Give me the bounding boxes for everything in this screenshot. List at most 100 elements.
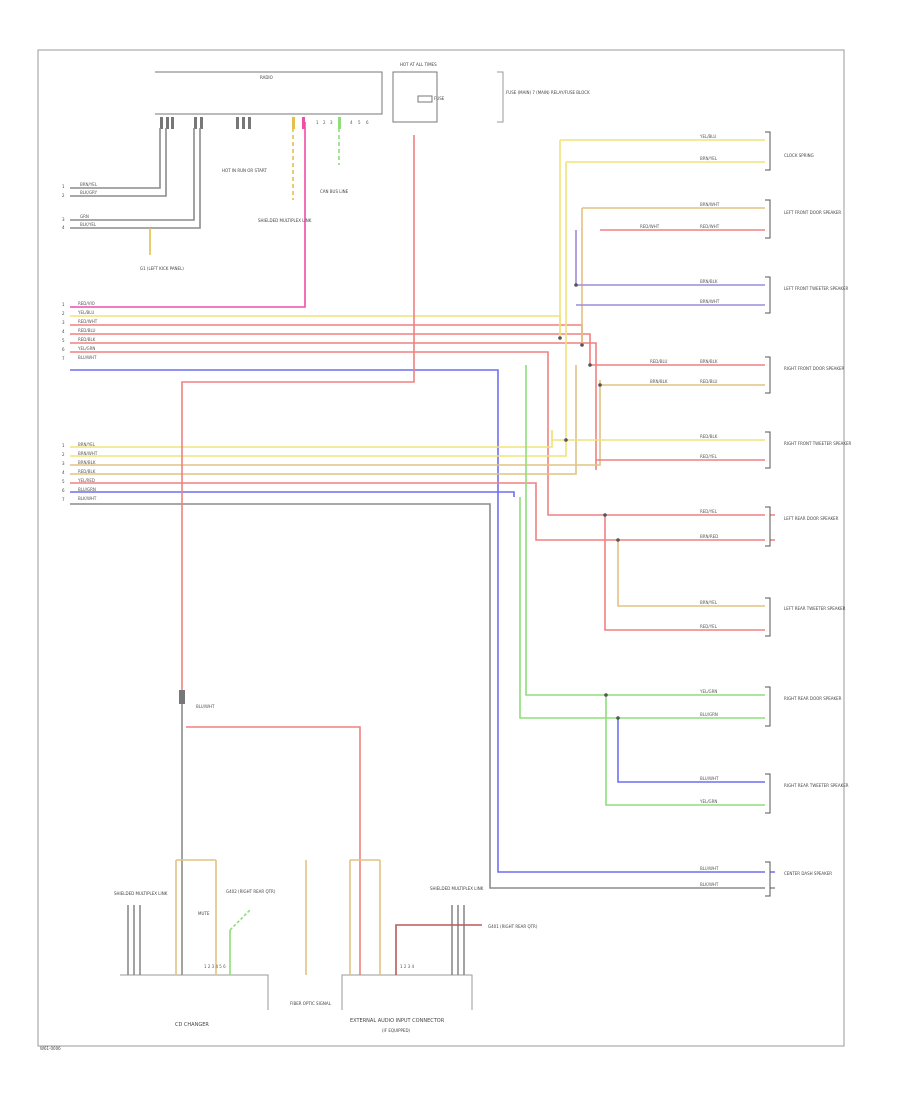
speaker-left-front-tweeter: BRN/BLK BRN/WHT LEFT FRONT TWEETER SPEAK… [575, 230, 848, 314]
svg-text:BLU/GRN: BLU/GRN [700, 712, 718, 717]
wire-a6: YEL/GRN [77, 346, 95, 351]
svg-text:BRN/YEL: BRN/YEL [700, 156, 718, 161]
svg-text:RED/BLU: RED/BLU [650, 359, 668, 364]
fuse-symbol [417, 95, 433, 103]
antenna-sub: (IF EQUIPPED) [382, 1028, 411, 1033]
svg-text:4: 4 [62, 225, 65, 230]
speaker-label-center-dash: CENTER DASH SPEAKER [784, 871, 832, 876]
svg-text:3: 3 [62, 217, 65, 222]
speaker-label-lr-tweeter: LEFT REAR TWEETER SPEAKER [784, 606, 846, 611]
svg-text:BRN/WHT: BRN/WHT [700, 202, 720, 207]
left-group-b: 1 2 3 4 5 6 7 BRN/YEL BRN/WHT BRN/BLK RE… [62, 365, 775, 889]
ground-label: G1 (LEFT KICK PANEL) [140, 266, 184, 271]
speaker-right-rear-door: YEL/GRN BLU/GRN RIGHT REAR DOOR SPEAKER [519, 365, 842, 727]
cd-changer-label: CD CHANGER [175, 1022, 209, 1028]
data-link-label: SHIELDED MULTIPLEX LINK [258, 218, 312, 223]
svg-text:1: 1 [62, 184, 65, 189]
gnd-label-2: G401 (RIGHT REAR QTR) [488, 924, 538, 929]
svg-text:RED/WHT: RED/WHT [640, 224, 660, 229]
svg-text:BRN/RED: BRN/RED [700, 534, 718, 539]
speaker-right-front-door: RED/BLU BRN/BLK BRN/BLK RED/BLU RIGHT FR… [590, 356, 845, 394]
can-code: HOT IN RUN OR START [222, 168, 267, 173]
speaker-left-rear-door: RED/YEL BRN/RED LEFT REAR DOOR SPEAKER [604, 506, 839, 631]
center-label: FIBER OPTIC SIGNAL [290, 1001, 332, 1006]
mute-label: MUTE [198, 911, 210, 916]
diagram-frame [37, 49, 845, 1047]
shield-left-label: SHIELDED MULTIPLEX LINK [114, 891, 168, 896]
svg-text:BRN/BLK: BRN/BLK [700, 359, 718, 364]
fuse-box-label: HOT AT ALL TIMES [400, 62, 437, 67]
svg-text:6: 6 [62, 347, 65, 352]
svg-text:RED/YEL: RED/YEL [700, 509, 718, 514]
svg-text:6: 6 [366, 120, 369, 125]
svg-text:1 2 3 4 5 6: 1 2 3 4 5 6 [204, 964, 226, 969]
can-label: CAN BUS LINE [320, 189, 349, 194]
mid-wires: BLU/WHT [179, 690, 361, 975]
speaker-label-lr-door: LEFT REAR DOOR SPEAKER [784, 516, 839, 521]
svg-text:4: 4 [350, 120, 353, 125]
left-group-a: 1 2 3 4 5 6 7 RED/VIO YEL/BLU RED/WHT RE… [62, 122, 775, 873]
wire-b4: RED/BLK [78, 469, 96, 474]
svg-text:1: 1 [62, 302, 65, 307]
speaker-label-rr-door: RIGHT REAR DOOR SPEAKER [784, 696, 842, 701]
cd-changer: CD CHANGER SHIELDED MULTIPLEX LINK G402 … [114, 859, 276, 1028]
wire-a4: RED/BLU [78, 328, 96, 333]
radio-wire-3: GRN [80, 214, 89, 219]
radio-box [155, 71, 383, 115]
radio-label: RADIO [260, 75, 273, 80]
speaker-clock-spring: YEL/BLU BRN/YEL CLOCK SPRING [559, 131, 814, 440]
svg-text:7: 7 [62, 497, 65, 502]
svg-text:3: 3 [330, 120, 333, 125]
wire-b3: BRN/BLK [78, 460, 96, 465]
wire-b5: YEL/RED [77, 478, 95, 483]
wire-a3: RED/WHT [78, 319, 98, 324]
svg-text:YEL/BLU: YEL/BLU [699, 134, 716, 139]
gnd-label: G402 (RIGHT REAR QTR) [226, 889, 276, 894]
footer-code: W61-0006 [40, 1046, 61, 1051]
svg-text:3: 3 [62, 320, 65, 325]
speaker-center-dash: BLU/WHT BLK/WHT CENTER DASH SPEAKER [700, 861, 832, 897]
wire-a2: YEL/BLU [77, 310, 94, 315]
radio-left-wires: 1 2 3 4 BRN/YEL BLK/GRY GRN BLK/YEL G1 (… [62, 128, 349, 271]
radio-wire-4: BLK/YEL [80, 222, 97, 227]
wire-a5: RED/BLK [78, 337, 96, 342]
svg-text:BRN/YEL: BRN/YEL [700, 600, 718, 605]
speaker-right-front-tweeter: RED/BLK RED/YEL RIGHT FRONT TWEETER SPEA… [551, 430, 852, 469]
svg-text:4: 4 [62, 329, 65, 334]
svg-text:BLK/WHT: BLK/WHT [700, 882, 719, 887]
mid-code: BLU/WHT [196, 704, 215, 709]
radio-wire-1: BRN/YEL [80, 182, 98, 187]
svg-text:2: 2 [62, 452, 65, 457]
wire-a1: RED/VIO [78, 301, 95, 306]
svg-text:YEL/GRN: YEL/GRN [699, 689, 717, 694]
speaker-label-lf-door: LEFT FRONT DOOR SPEAKER [784, 210, 841, 215]
svg-text:YEL/GRN: YEL/GRN [699, 799, 717, 804]
speaker-label-rf-door: RIGHT FRONT DOOR SPEAKER [784, 366, 845, 371]
svg-text:5: 5 [62, 338, 65, 343]
speaker-right-rear-tweeter: BLU/WHT YEL/GRN RIGHT REAR TWEETER SPEAK… [605, 695, 849, 814]
speaker-left-front-door: BRN/WHT RED/WHT RED/WHT LEFT FRONT DOOR … [581, 199, 841, 345]
fuse-box: HOT AT ALL TIMES FUSE FUSE (MAIN) 7 (MAI… [392, 62, 590, 123]
svg-text:2: 2 [62, 193, 65, 198]
radio-unit: RADIO 1 2 3 4 5 6 [155, 71, 383, 129]
svg-text:BRN/BLK: BRN/BLK [650, 379, 668, 384]
svg-text:RED/WHT: RED/WHT [700, 224, 720, 229]
svg-text:4: 4 [62, 470, 65, 475]
svg-text:3: 3 [62, 461, 65, 466]
svg-text:7: 7 [62, 356, 65, 361]
svg-text:5: 5 [62, 479, 65, 484]
wire-b1: BRN/YEL [78, 442, 96, 447]
radio-pins [160, 117, 341, 129]
fuse-label: FUSE [434, 96, 445, 101]
svg-text:2: 2 [62, 311, 65, 316]
svg-text:RED/YEL: RED/YEL [700, 454, 718, 459]
shield-right-label: SHIELDED MULTIPLEX LINK [430, 886, 484, 891]
external-audio: EXTERNAL AUDIO INPUT CONNECTOR (IF EQUIP… [341, 859, 538, 1033]
speaker-left-rear-tweeter: BRN/YEL RED/YEL LEFT REAR TWEETER SPEAKE… [617, 540, 846, 637]
svg-text:RED/YEL: RED/YEL [700, 624, 718, 629]
svg-text:1 2 3 4: 1 2 3 4 [400, 964, 414, 969]
svg-text:RED/BLK: RED/BLK [700, 434, 718, 439]
svg-text:BRN/WHT: BRN/WHT [700, 299, 720, 304]
speaker-label-clock-spring: CLOCK SPRING [784, 153, 814, 158]
